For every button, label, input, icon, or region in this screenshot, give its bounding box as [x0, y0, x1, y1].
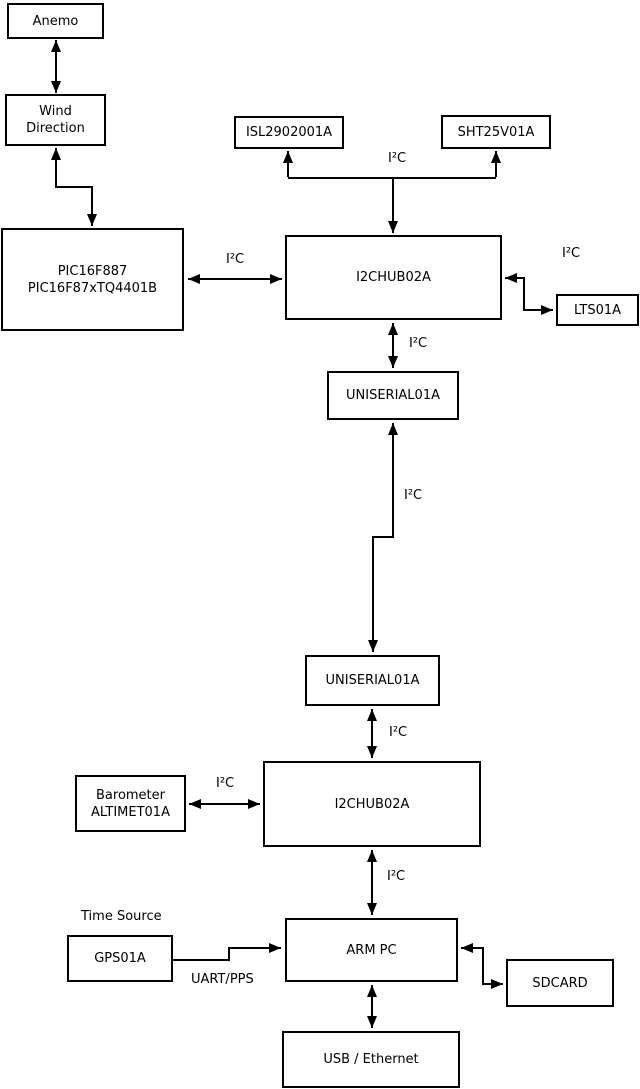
node-barometer-line1: Barometer — [96, 787, 165, 803]
node-sdcard: SDCARD — [506, 959, 614, 1007]
node-lts01a-label: LTS01A — [573, 302, 622, 318]
connector-armpc-sdcard — [461, 943, 503, 989]
node-anemo-label: Anemo — [32, 13, 79, 29]
node-sdcard-label: SDCARD — [532, 975, 588, 991]
node-wind-direction: Wind Direction — [5, 94, 106, 146]
node-usb-ethernet-label: USB / Ethernet — [323, 1052, 419, 1067]
edge-label-i2c-pic-hub: I²C — [226, 252, 245, 267]
node-arm-pc: ARM PC — [285, 918, 458, 982]
connector-winddirection-pic — [51, 148, 97, 226]
node-barometer-altimet01a: Barometer ALTIMET01A — [75, 775, 186, 832]
node-sht25v01a-label: SHT25V01A — [457, 124, 535, 140]
node-pic16f887: PIC16F887 PIC16F87xTQ4401B — [1, 228, 184, 331]
edge-label-i2c-hub-lts: I²C — [562, 246, 581, 261]
edge-label-time-source: Time Source — [81, 909, 162, 924]
edge-label-i2c-uniserial-link: I²C — [404, 488, 423, 503]
node-i2chub02a-bottom-label: I2CHUB02A — [334, 796, 410, 812]
node-wind-direction-line2: Direction — [26, 121, 85, 136]
edge-label-i2c-hub-armpc: I²C — [387, 869, 406, 884]
node-usb-ethernet: USB / Ethernet — [282, 1031, 460, 1088]
node-anemo: Anemo — [7, 3, 104, 39]
node-lts01a: LTS01A — [556, 294, 639, 326]
node-pic16f887-line1: PIC16F887 — [57, 263, 128, 279]
node-isl2902001a-label: ISL2902001A — [245, 125, 333, 140]
node-i2chub02a-top: I2CHUB02A — [285, 235, 502, 320]
edge-label-i2c-sensor-bus: I²C — [388, 151, 407, 166]
node-arm-pc-label: ARM PC — [346, 942, 397, 958]
node-uniserial01a-top-label: UNISERIAL01A — [346, 388, 440, 403]
node-uniserial01a-bottom: UNISERIAL01A — [305, 655, 440, 706]
node-uniserial01a-top: UNISERIAL01A — [327, 371, 459, 420]
node-i2chub02a-bottom: I2CHUB02A — [263, 761, 481, 847]
node-uniserial01a-bottom-label: UNISERIAL01A — [325, 673, 420, 688]
node-gps01a: GPS01A — [67, 935, 173, 982]
node-i2chub02a-top-label: I2CHUB02A — [356, 270, 431, 285]
connector-i2chub-lts — [505, 273, 553, 315]
node-barometer-line2: ALTIMET01A — [91, 804, 170, 820]
node-sht25v01a: SHT25V01A — [441, 115, 551, 149]
edge-label-i2c-uniserial-hub: I²C — [389, 725, 408, 740]
node-isl2902001a: ISL2902001A — [234, 116, 344, 149]
node-pic16f887-line2: PIC16F87xTQ4401B — [27, 280, 158, 296]
node-gps01a-label: GPS01A — [94, 951, 146, 966]
connector-uniserial-link — [368, 423, 398, 652]
node-wind-direction-line1: Wind — [39, 104, 72, 119]
edge-label-uart-pps: UART/PPS — [191, 972, 254, 987]
edge-label-i2c-barometer-hub: I²C — [216, 776, 235, 791]
edge-label-i2c-hub-uniserial: I²C — [409, 336, 428, 351]
connector-gps-armpc — [173, 943, 281, 961]
